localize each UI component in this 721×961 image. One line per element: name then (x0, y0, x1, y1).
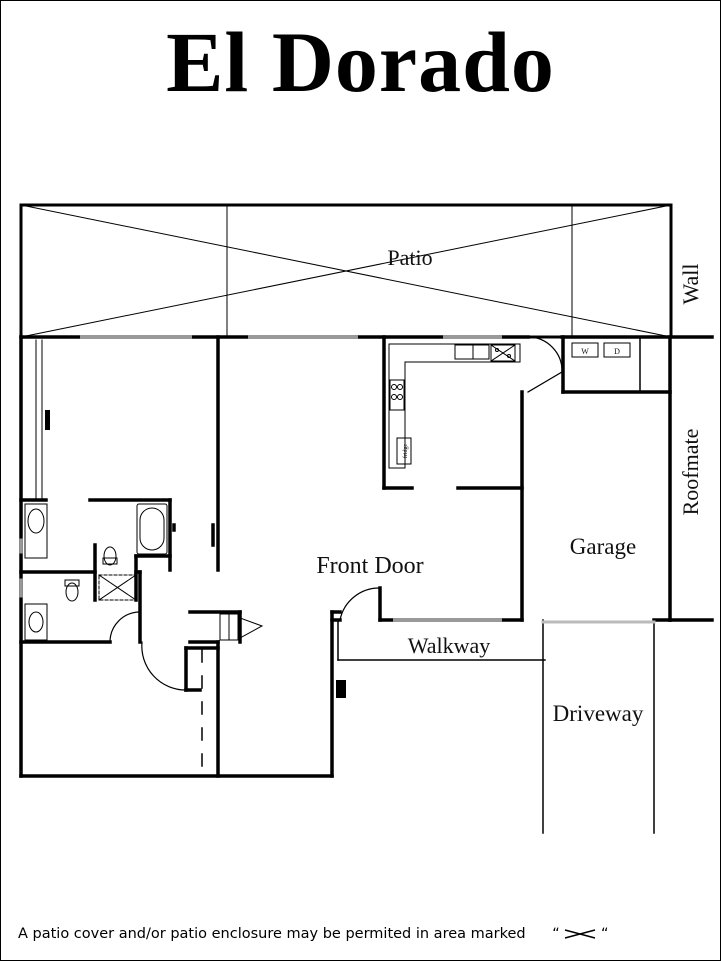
patio-area (19, 203, 673, 339)
label-patio: Patio (387, 245, 432, 270)
kitchen-counters (388, 343, 521, 469)
entry-fixture (336, 680, 346, 698)
label-roofmate: Roofmate (678, 429, 703, 516)
label-wall: Wall (678, 264, 703, 305)
label-driveway: Driveway (553, 701, 644, 726)
footer-note: A patio cover and/or patio enclosure may… (18, 926, 718, 942)
bath-fixtures (24, 503, 264, 641)
x-marker: “ “ (552, 926, 608, 942)
walkway (337, 619, 546, 661)
page-title: El Dorado (166, 14, 555, 110)
cross-marker-icon (565, 929, 596, 939)
house-walls (19, 335, 714, 778)
label-walkway: Walkway (408, 633, 491, 658)
marker-quote-close: “ (600, 926, 609, 942)
door-swings (109, 336, 563, 691)
footer-text: A patio cover and/or patio enclosure may… (18, 926, 526, 942)
label-fridge: fridge (402, 444, 409, 459)
label-front-door: Front Door (316, 553, 423, 579)
label-garage: Garage (570, 534, 636, 559)
label-dryer: D (614, 347, 620, 356)
marker-quote-open: “ (552, 926, 560, 942)
laundry (571, 342, 631, 358)
patio-sliders (80, 335, 502, 622)
label-washer: W (581, 347, 589, 356)
driveway (541, 619, 656, 834)
